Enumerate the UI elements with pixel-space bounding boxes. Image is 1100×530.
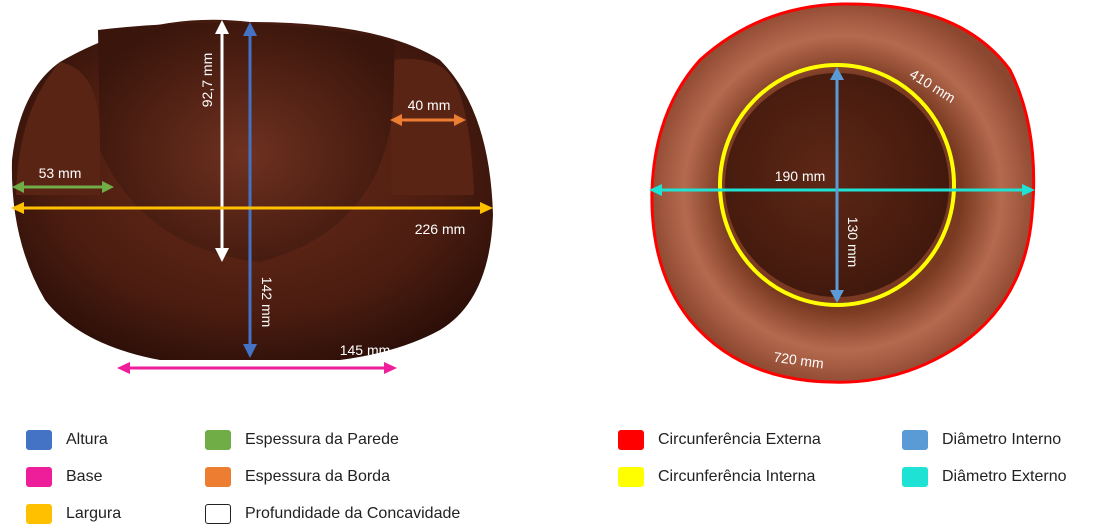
legend-swatch-diam-externo <box>902 467 928 487</box>
legend-item-parede: Espessura da Parede <box>205 429 399 451</box>
legend-item-base: Base <box>26 466 102 488</box>
legend-swatch-largura <box>26 504 52 524</box>
legend-item-diam-externo: Diâmetro Externo <box>902 466 1067 488</box>
diam-externo-label: 190 mm <box>775 168 826 184</box>
legend-label-borda: Espessura da Borda <box>245 468 390 485</box>
legend-swatch-profundidade <box>205 504 231 524</box>
bowl-top-view <box>651 3 1034 383</box>
parede-label: 53 mm <box>39 165 82 181</box>
legend-label-profundidade: Profundidade da Concavidade <box>245 505 461 522</box>
altura-label: 142 mm <box>259 277 275 328</box>
bowl-right-cut <box>391 59 474 195</box>
base-label: 145 mm <box>340 342 391 358</box>
legend-item-profundidade: Profundidade da Concavidade <box>205 503 460 525</box>
base-arrow <box>117 362 397 374</box>
legend-item-circ-externa: Circunferência Externa <box>618 429 821 451</box>
bowl-cross-section <box>11 19 493 360</box>
legend-item-altura: Altura <box>26 429 108 451</box>
legend-label-altura: Altura <box>66 431 108 448</box>
diam-interno-label: 130 mm <box>845 217 861 268</box>
legend-label-diam-interno: Diâmetro Interno <box>942 431 1062 448</box>
altura-arrow <box>243 22 257 358</box>
legend-swatch-altura <box>26 430 52 450</box>
largura-label: 226 mm <box>415 221 466 237</box>
circ-externa-label: 720 mm <box>773 349 825 372</box>
legend-label-circ-interna: Circunferência Interna <box>658 468 816 485</box>
legend-item-largura: Largura <box>26 503 121 525</box>
bowl-cavity <box>98 22 395 262</box>
legend-item-diam-interno: Diâmetro Interno <box>902 429 1061 451</box>
borda-arrow <box>390 114 466 126</box>
legend-swatch-diam-interno <box>902 430 928 450</box>
profundidade-arrow <box>215 20 229 262</box>
legend-swatch-parede <box>205 430 231 450</box>
circ-externa-outline <box>650 2 1036 384</box>
circ-interna-outline <box>718 63 956 307</box>
legend-label-largura: Largura <box>66 505 122 522</box>
diam-externo-arrow <box>649 184 1035 196</box>
diam-interno-arrow <box>830 67 844 303</box>
legend-swatch-circ-interna <box>618 467 644 487</box>
legend-label-diam-externo: Diâmetro Externo <box>942 468 1067 485</box>
legend-label-base: Base <box>66 468 103 485</box>
legend-swatch-base <box>26 467 52 487</box>
legend-label-circ-externa: Circunferência Externa <box>658 431 821 448</box>
largura-arrow <box>11 202 493 214</box>
legend-item-circ-interna: Circunferência Interna <box>618 466 815 488</box>
legend-swatch-circ-externa <box>618 430 644 450</box>
legend-label-parede: Espessura da Parede <box>245 431 399 448</box>
legend-item-borda: Espessura da Borda <box>205 466 390 488</box>
legend-swatch-borda <box>205 467 231 487</box>
profundidade-label: 92,7 mm <box>199 53 215 107</box>
parede-arrow <box>12 181 114 193</box>
bowl-left-cut <box>16 62 100 195</box>
borda-label: 40 mm <box>408 97 451 113</box>
